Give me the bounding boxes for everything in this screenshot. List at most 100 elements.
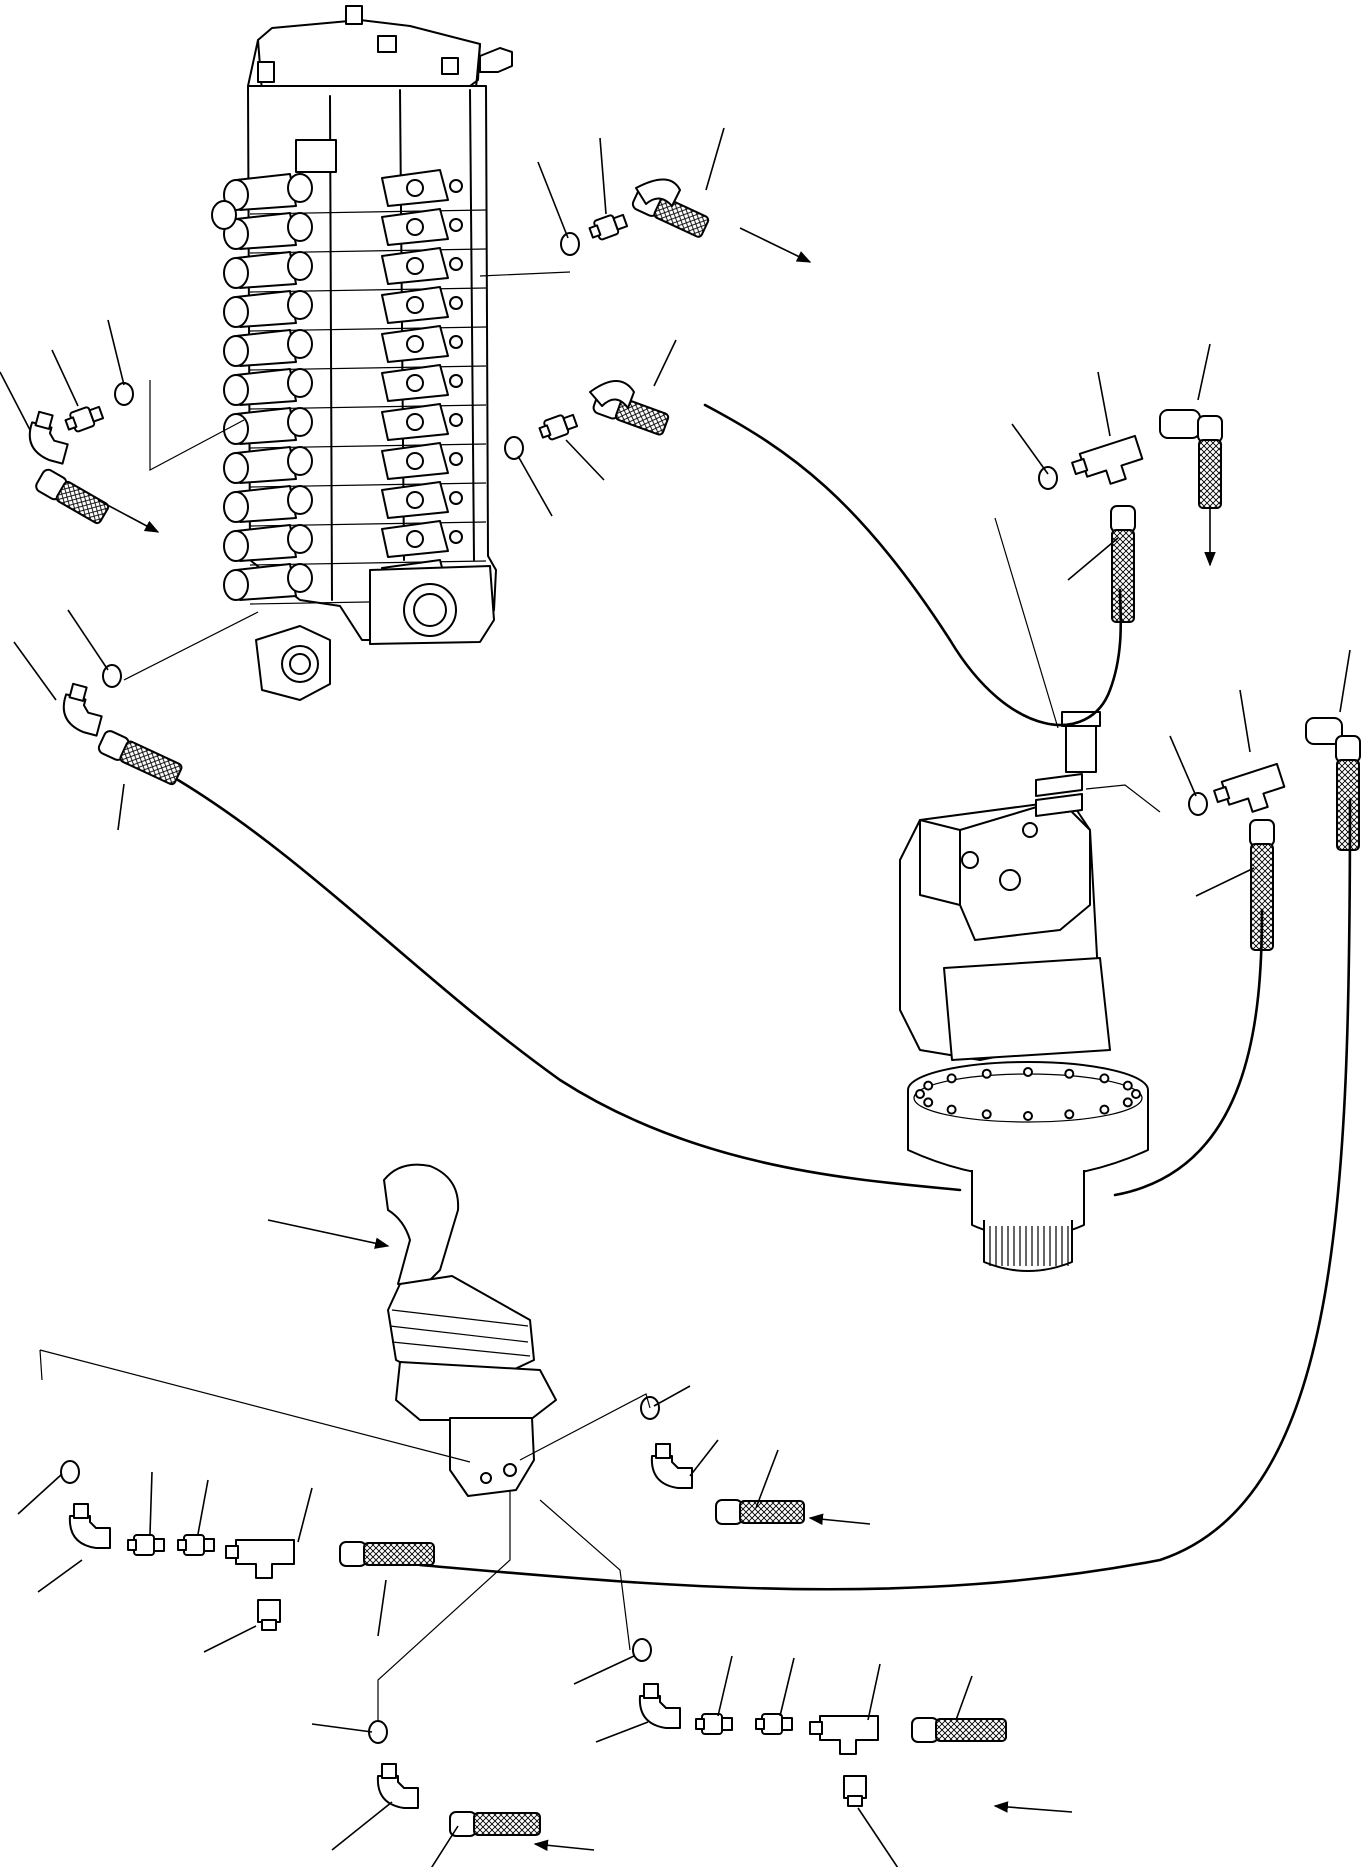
o-ring bbox=[1188, 792, 1208, 816]
hose-nut bbox=[1110, 505, 1136, 533]
hose-sleeve bbox=[1198, 439, 1222, 509]
fittings bbox=[28, 178, 1361, 1837]
callout-leader bbox=[107, 319, 125, 386]
hose-sleeve bbox=[1111, 529, 1135, 623]
callout-leader bbox=[867, 1663, 881, 1721]
nipple-fitting bbox=[177, 1534, 215, 1556]
pressure-switch bbox=[843, 1775, 867, 1799]
spool-port bbox=[287, 524, 313, 554]
callout-leader bbox=[1339, 649, 1351, 713]
elbow-thread bbox=[73, 1503, 89, 1519]
elbow-thread bbox=[655, 1443, 671, 1459]
flange-bolt bbox=[915, 1089, 925, 1099]
callout-leader bbox=[0, 371, 31, 431]
elbow-fitting bbox=[68, 1503, 111, 1549]
o-ring bbox=[560, 232, 580, 256]
callout-leader bbox=[779, 1657, 795, 1717]
callout-leader bbox=[689, 1439, 719, 1477]
flange-bolts bbox=[915, 1067, 1141, 1121]
tee-fitting bbox=[1213, 762, 1286, 813]
callout-leader bbox=[149, 1471, 153, 1535]
hose-end bbox=[1197, 415, 1223, 509]
callout-leader bbox=[430, 1825, 459, 1867]
callout-leader bbox=[1011, 423, 1049, 475]
section-bolt bbox=[449, 452, 463, 466]
control-valve bbox=[211, 5, 513, 701]
o-ring bbox=[102, 664, 122, 688]
section-bolt bbox=[449, 179, 463, 193]
nipple-tail bbox=[721, 1717, 733, 1731]
callout-leader bbox=[331, 1801, 393, 1851]
tee-body bbox=[819, 1715, 879, 1755]
pressure-switch bbox=[257, 1599, 281, 1623]
spool-port bbox=[287, 251, 313, 281]
hose-nut bbox=[1197, 415, 1223, 443]
callout-leader bbox=[117, 783, 125, 831]
section-bolt bbox=[406, 296, 424, 314]
flange-bolt bbox=[981, 1109, 992, 1120]
spool-port bbox=[287, 173, 313, 203]
hose-nut bbox=[715, 1499, 743, 1525]
elbow-nut bbox=[1305, 717, 1343, 745]
callout-leader bbox=[1067, 537, 1119, 581]
nipple-fitting bbox=[538, 413, 579, 441]
nipple-thread bbox=[695, 1718, 705, 1730]
hose-bend bbox=[635, 178, 681, 207]
elbow-fitting bbox=[376, 1763, 419, 1809]
callout-leader bbox=[377, 1579, 387, 1637]
tee-fitting bbox=[809, 1715, 879, 1755]
hose-nut bbox=[1335, 735, 1361, 763]
nipple-thread bbox=[127, 1539, 137, 1551]
elbow-thread bbox=[381, 1763, 397, 1779]
hose-end bbox=[35, 468, 110, 525]
flange-bolt bbox=[1064, 1109, 1075, 1120]
hose-end bbox=[1110, 505, 1136, 623]
spool-port bbox=[287, 329, 313, 359]
o-ring bbox=[1038, 466, 1058, 490]
section-bolt bbox=[406, 335, 424, 353]
tee-body bbox=[235, 1539, 295, 1579]
callout-leader bbox=[1097, 371, 1111, 437]
section-bolt bbox=[406, 491, 424, 509]
flange-bolt bbox=[1122, 1097, 1133, 1108]
hose-nut bbox=[339, 1541, 367, 1567]
o-ring bbox=[60, 1460, 80, 1484]
assembly-lines bbox=[39, 271, 1161, 1720]
section-bolt bbox=[406, 179, 424, 197]
elbow-thread bbox=[643, 1683, 659, 1699]
o-ring bbox=[114, 382, 134, 406]
callout-leader bbox=[705, 127, 725, 191]
hose-sleeve bbox=[739, 1500, 805, 1524]
flange-bolt bbox=[1023, 1067, 1033, 1077]
section-bolt bbox=[449, 335, 463, 349]
elbow-thread bbox=[34, 410, 54, 430]
pressure-switch-tip bbox=[847, 1795, 863, 1807]
nipple-tail bbox=[562, 413, 579, 431]
callout-leaders bbox=[0, 127, 1351, 1867]
callout-leader bbox=[51, 349, 79, 407]
hose-bend bbox=[589, 380, 635, 409]
flow-arrows bbox=[97, 227, 1216, 1852]
callout-leader bbox=[13, 641, 57, 701]
flange-bolt bbox=[1122, 1080, 1133, 1091]
callout-leader bbox=[717, 1655, 733, 1717]
tee-thread bbox=[809, 1721, 823, 1735]
callout-leader bbox=[653, 1385, 691, 1407]
callout-leader bbox=[297, 1487, 313, 1543]
spool-end bbox=[223, 257, 249, 289]
tee-fitting bbox=[225, 1539, 295, 1579]
section-bolt bbox=[449, 530, 463, 544]
tee-thread bbox=[225, 1545, 239, 1559]
section-bolt bbox=[449, 296, 463, 310]
elbow-fitting bbox=[638, 1683, 681, 1729]
callout-leader bbox=[17, 1473, 63, 1515]
callout-leader bbox=[857, 1807, 899, 1867]
section-bolt bbox=[449, 257, 463, 271]
nipple-fitting bbox=[588, 213, 629, 241]
hose-sleeve bbox=[653, 196, 710, 238]
o-ring bbox=[632, 1638, 652, 1662]
hose-sleeve bbox=[119, 740, 183, 786]
spool-end bbox=[211, 200, 237, 230]
section-bolt bbox=[449, 491, 463, 505]
o-ring bbox=[640, 1396, 660, 1420]
